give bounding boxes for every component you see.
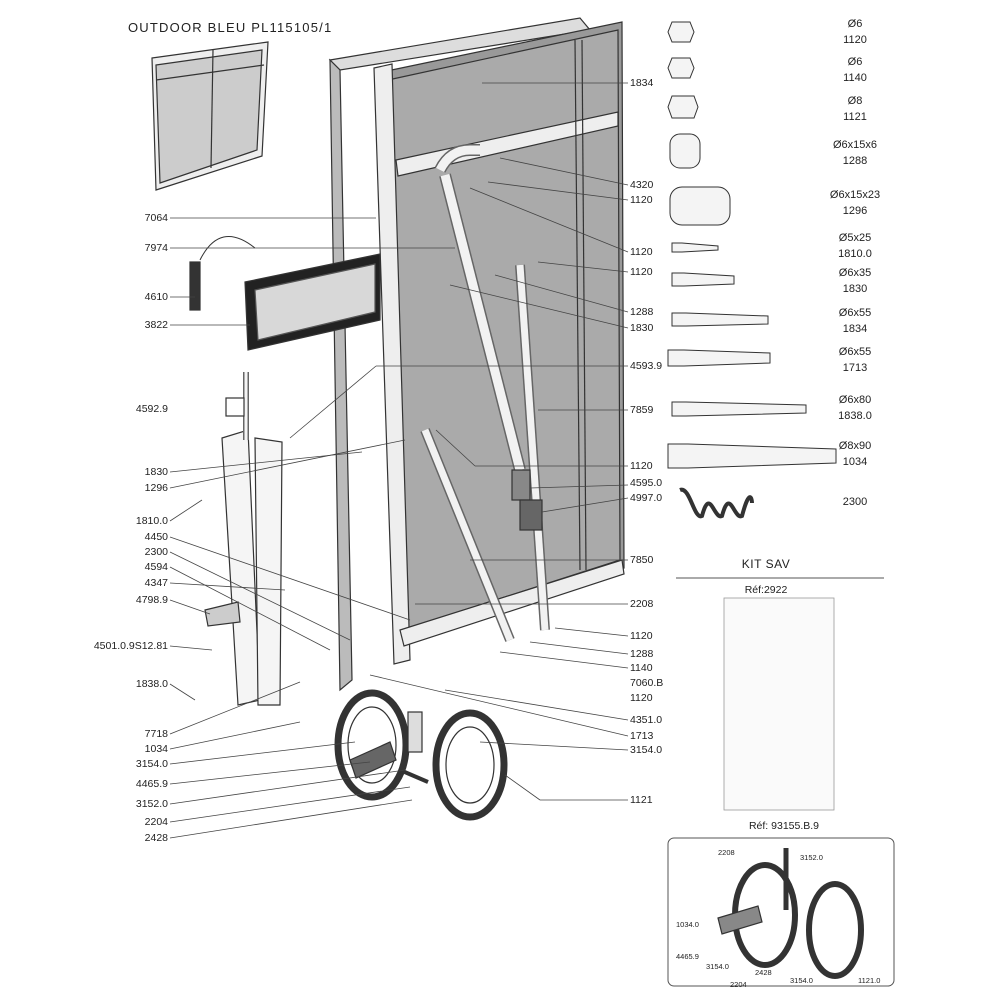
part-label: 1140 (630, 662, 653, 674)
part-label: 4347 (144, 577, 168, 589)
part-label: 1120 (630, 460, 653, 472)
part-label: 7064 (144, 212, 168, 224)
inset-label: 4465.9 (676, 952, 699, 961)
table-leg (204, 372, 283, 706)
part-label: 3152.0 (135, 798, 168, 810)
part-label: 4997.0 (630, 492, 663, 504)
table-frame (328, 17, 625, 692)
part-label: 1120 (630, 692, 653, 704)
part-label: 3154.0 (630, 744, 663, 756)
part-label: 4320 (630, 179, 654, 191)
hex-bolt-icon (667, 349, 771, 367)
support-tubes (420, 144, 550, 642)
inset-label: 3154.0 (706, 962, 729, 971)
part-label: 1034 (144, 743, 168, 755)
part-label: 7060.B (630, 677, 664, 689)
screw-icon (671, 242, 719, 253)
screw-icon (671, 272, 735, 287)
inset-label: 2208 (718, 848, 735, 857)
part-label: 4595.0 (630, 477, 663, 489)
part-label: 4465.9 (135, 778, 168, 790)
part-label: 1830 (630, 322, 654, 334)
part-label: 7974 (144, 242, 168, 254)
inset-label: 2428 (755, 968, 772, 977)
part-label: 1830 (144, 466, 168, 478)
kit-sheet (723, 597, 835, 811)
part-label: 4351.0 (630, 714, 663, 726)
part-label: 4610 (144, 291, 168, 303)
part-label: 4593.9 (630, 360, 663, 372)
nut-icon (667, 57, 695, 79)
net (189, 236, 381, 351)
screw-icon (671, 312, 769, 327)
part-label: 1120 (630, 266, 653, 278)
screw-icon (671, 401, 807, 417)
part-label: 1834 (630, 77, 654, 89)
part-label: 1810.0 (135, 515, 168, 527)
part-label: 4798.9 (135, 594, 168, 606)
nut-icon (667, 21, 695, 43)
part-label: 1296 (144, 482, 168, 494)
wheel-kit-inset (667, 837, 895, 987)
part-label: 2208 (630, 598, 654, 610)
wheels (334, 689, 508, 821)
part-label: 4450 (144, 531, 168, 543)
kit-ref: Réf:2922 (744, 584, 788, 596)
kit-ref-2: Réf: 93155.B.9 (748, 820, 820, 832)
spring-icon (679, 487, 754, 519)
inset-wheels (717, 848, 864, 979)
part-label: 7718 (144, 728, 168, 740)
part-label: 4592.9 (135, 403, 168, 415)
part-label: 3154.0 (135, 758, 168, 770)
part-label: 4501.0.9S12.81 (93, 640, 168, 652)
hex-bolt-icon (667, 443, 837, 469)
inset-label: 3154.0 (790, 976, 813, 985)
nut-icon (667, 95, 699, 119)
part-label: 1288 (630, 306, 654, 318)
hardware-icons (667, 21, 837, 519)
leader-lines (169, 82, 629, 839)
part-label: 1288 (630, 648, 654, 660)
part-label: 1120 (630, 630, 653, 642)
part-label: 2300 (144, 546, 168, 558)
part-label: 1713 (630, 730, 654, 742)
table-thumbnail (151, 41, 269, 191)
part-label: 4594 (144, 561, 168, 573)
part-label: 3822 (144, 319, 168, 331)
part-label: 1120 (630, 246, 653, 258)
inset-label: 2204 (730, 980, 747, 989)
hardware-spec: 2300 (842, 496, 868, 508)
part-label: 1838.0 (135, 678, 168, 690)
inset-label: 1121.0 (858, 976, 881, 985)
diagram-title: OUTDOOR BLEU PL115105/1 (128, 20, 333, 35)
inset-label: 3152.0 (800, 853, 823, 862)
part-label: 2204 (144, 816, 168, 828)
part-label: 7850 (630, 554, 654, 566)
spacer-icon (669, 133, 701, 169)
part-label: 2428 (144, 832, 168, 844)
part-label: 1120 (630, 194, 653, 206)
part-label: 1121 (630, 794, 653, 806)
inset-label: 1034.0 (676, 920, 699, 929)
kit-title: KIT SAV (741, 557, 791, 571)
spacer-icon (669, 186, 731, 226)
part-label: 7859 (630, 404, 654, 416)
